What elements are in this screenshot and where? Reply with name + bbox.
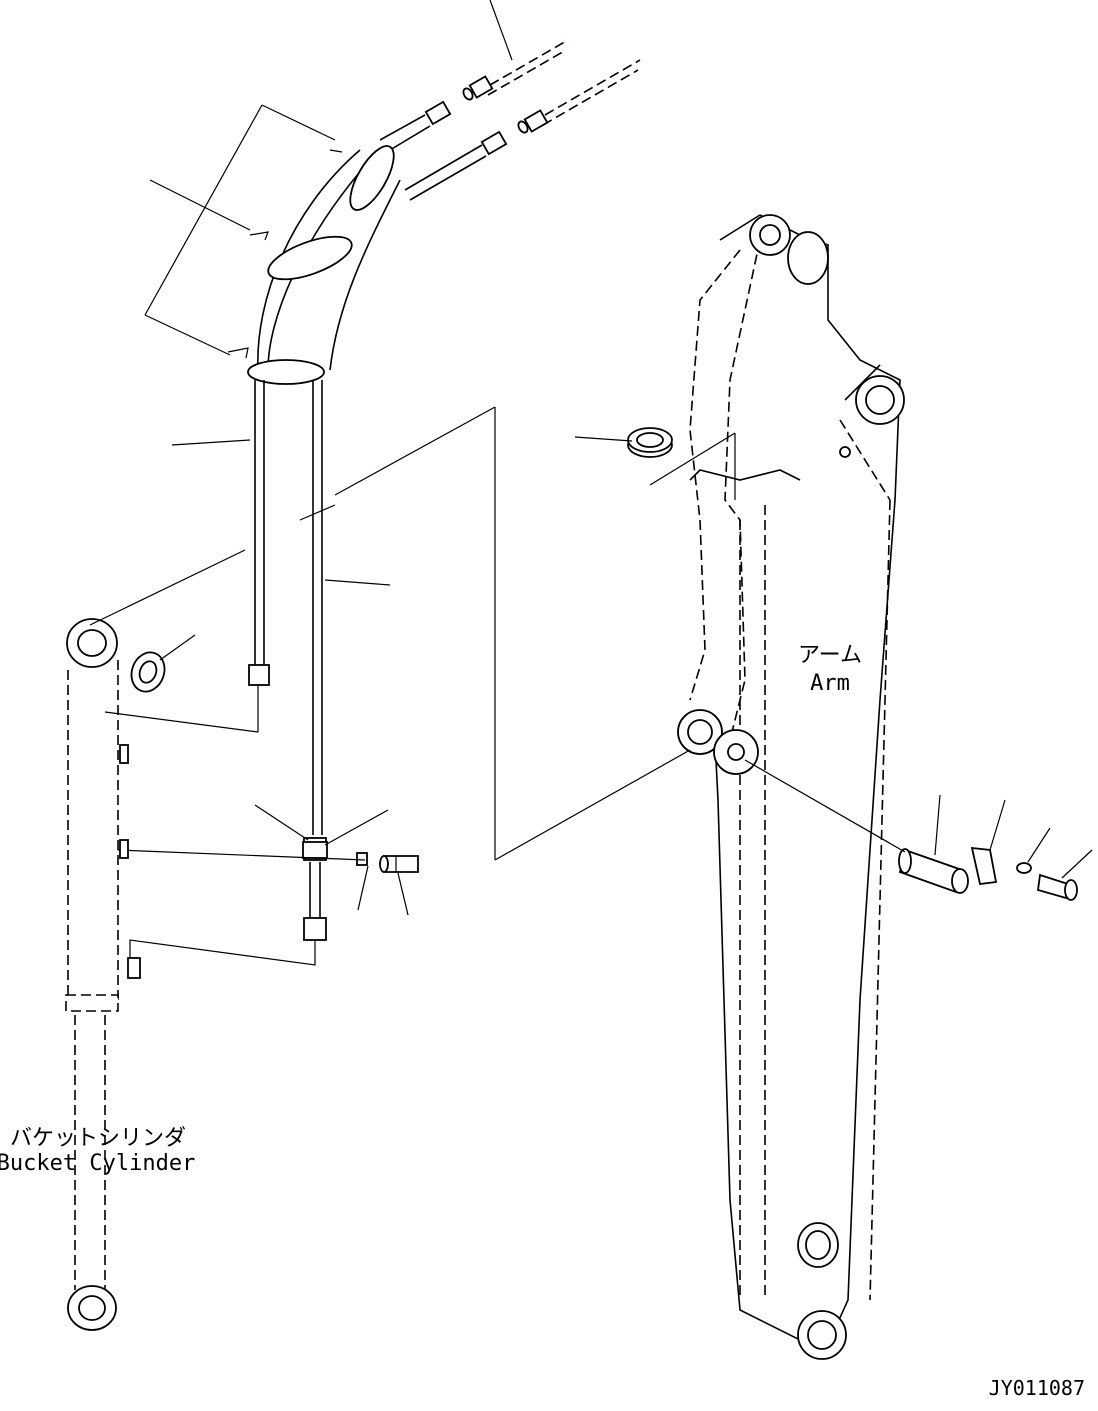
arm-label-jp: アーム (798, 643, 862, 668)
callout-lines (89, 0, 1093, 916)
arm (677, 214, 905, 1360)
hose-clamp (302, 841, 419, 873)
pin-assembly (898, 846, 1078, 901)
hose-bend-guard (227, 145, 401, 385)
bucket-cylinder-label-jp: バケットシリンダ (10, 1126, 186, 1151)
hose-fittings-upper (462, 75, 549, 134)
hoses-upper-bend (379, 100, 508, 201)
grease-cap (627, 427, 673, 458)
drawing-number: JY011087 (989, 1376, 1085, 1400)
arm-label-en: Arm (810, 671, 850, 696)
port-leader-lines (104, 685, 366, 966)
washer (130, 651, 166, 693)
hose-continuation-lines (487, 39, 641, 126)
bucket-cylinder (65, 618, 141, 1331)
bucket-cylinder-label-en: Bucket Cylinder (0, 1151, 195, 1176)
arm-label: アーム Arm (798, 643, 862, 696)
bucket-cylinder-label: バケットシリンダ Bucket Cylinder (0, 1126, 195, 1176)
